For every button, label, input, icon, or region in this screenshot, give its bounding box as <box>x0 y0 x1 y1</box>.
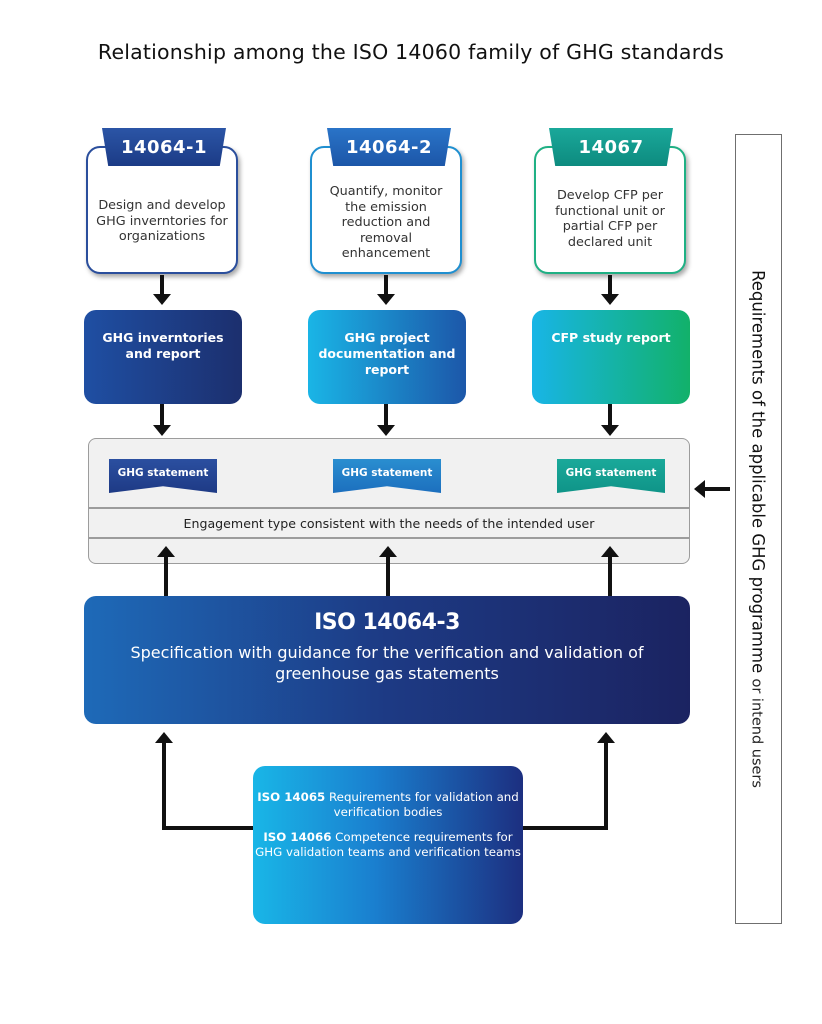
iso-14066-text: Competence requirements for GHG validati… <box>255 830 521 859</box>
arrow-up <box>157 546 175 596</box>
divider <box>89 507 689 509</box>
arrow-up <box>155 732 173 830</box>
diagram-title: Relationship among the ISO 14060 family … <box>97 40 725 64</box>
arrow-down <box>153 404 171 436</box>
arrow-up <box>597 732 615 830</box>
validation-bodies-box: ISO 14065 Requirements for validation an… <box>253 766 523 924</box>
standard-description-text: Develop CFP per functional unit or parti… <box>555 188 665 250</box>
standard-description-14067: Develop CFP per functional unit or parti… <box>534 146 686 274</box>
arrow-down <box>377 404 395 436</box>
standard-code-14064-2: 14064-2 <box>327 128 451 166</box>
iso-14064-3-box: ISO 14064-3 Specification with guidance … <box>84 596 690 724</box>
iso-14065-code: ISO 14065 <box>257 790 326 804</box>
ghg-statement-badge: GHG statement <box>557 459 665 493</box>
standard-description-text: Quantify, monitor the emission reduction… <box>329 184 443 261</box>
iso-14066-entry: ISO 14066 Competence requirements for GH… <box>253 830 523 860</box>
iso-14064-3-title: ISO 14064-3 <box>314 610 460 635</box>
ghg-statement-badge: GHG statement <box>109 459 217 493</box>
standard-description-14064-1: Design and develop GHG inverntories for … <box>86 146 238 274</box>
requirements-banner-suffix: or intend users <box>748 678 765 788</box>
standard-code-14064-1: 14064-1 <box>102 128 226 166</box>
connector-line <box>162 826 254 830</box>
iso-14064-3-description: Specification with guidance for the veri… <box>130 643 644 683</box>
iso-14065-entry: ISO 14065 Requirements for validation an… <box>253 790 523 820</box>
report-box-14064-1: GHG inverntories and report <box>84 310 242 404</box>
arrow-down <box>377 275 395 305</box>
arrow-down <box>153 275 171 305</box>
iso-14065-text: Requirements for validation and verifica… <box>329 790 519 819</box>
connector-line <box>522 826 608 830</box>
report-box-14067: CFP study report <box>532 310 690 404</box>
arrow-up <box>379 546 397 596</box>
iso-14066-code: ISO 14066 <box>263 830 332 844</box>
requirements-banner-text: Requirements of the applicable GHG progr… <box>749 270 768 788</box>
arrow-left <box>694 480 730 498</box>
requirements-banner-main: Requirements of the applicable GHG progr… <box>748 270 768 674</box>
report-box-14064-2: GHG project documentation and report <box>308 310 466 404</box>
arrow-down <box>601 404 619 436</box>
statement-panel: GHG statement GHG statement GHG statemen… <box>88 438 690 564</box>
standard-code-14067: 14067 <box>549 128 673 166</box>
standard-description-text: Design and develop GHG inverntories for … <box>96 198 228 244</box>
requirements-banner <box>735 134 782 924</box>
engagement-type-text: Engagement type consistent with the need… <box>183 515 595 531</box>
arrow-up <box>601 546 619 596</box>
arrow-down <box>601 275 619 305</box>
divider <box>89 537 689 539</box>
ghg-statement-badge: GHG statement <box>333 459 441 493</box>
